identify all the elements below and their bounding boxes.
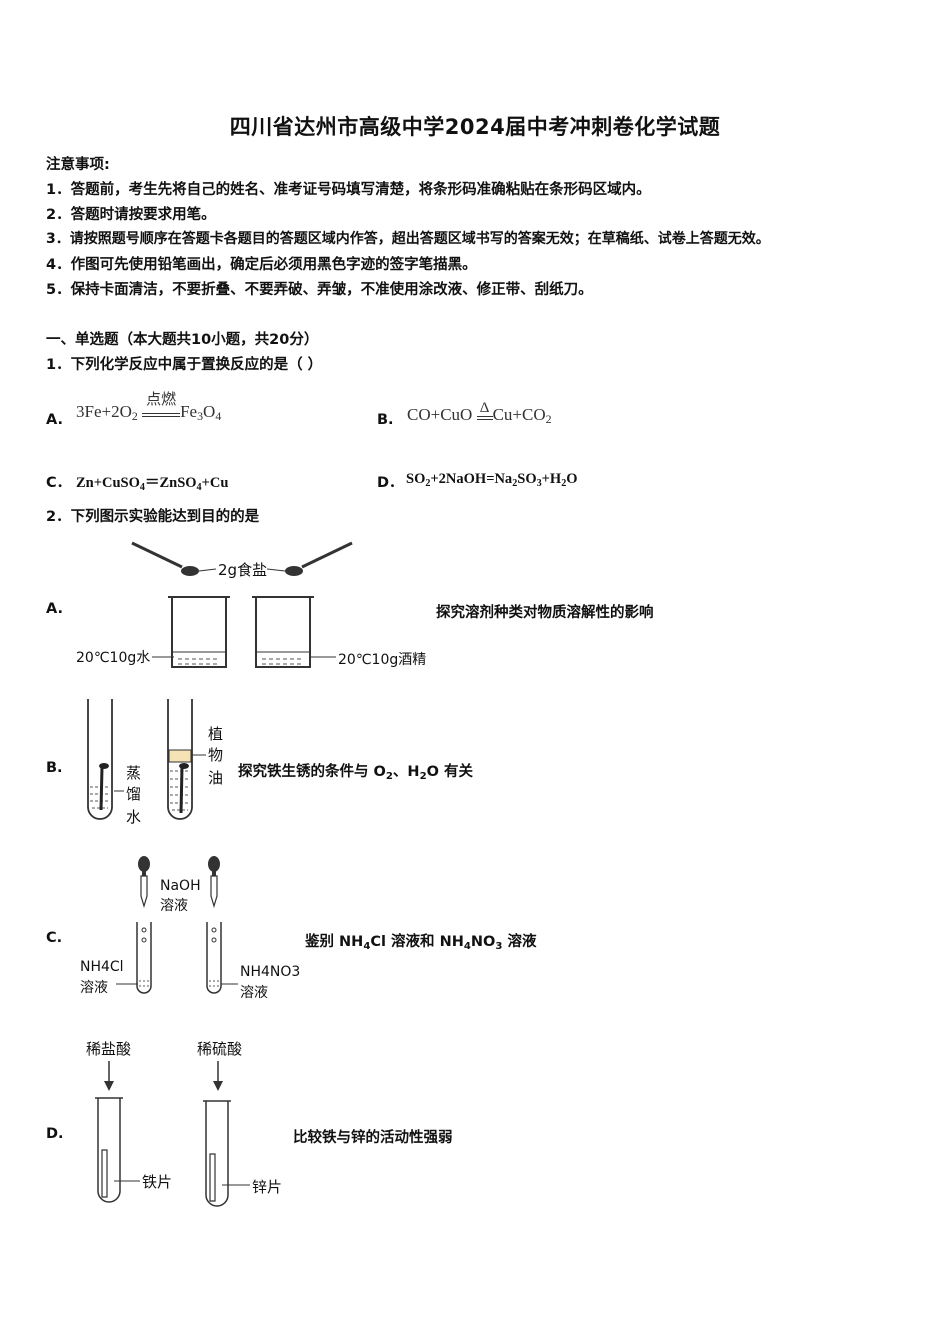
arrow-down-icon: [213, 1081, 223, 1091]
condition-heat: Δ: [479, 400, 490, 416]
iron-nail-1: [99, 766, 104, 811]
oil-layer: [168, 749, 192, 763]
question-2-stem: 2．下列图示实验能达到目的的是: [46, 509, 260, 525]
beaker-left: [168, 596, 230, 668]
svg-text:溶液: 溶液: [240, 985, 268, 1001]
q2-option-a-description: 探究溶剂种类对物质溶解性的影响: [436, 605, 654, 621]
notice-item-3: 3．请按照题号顺序在答题卡各题目的答题区域内作答，超出答题区域书写的答案无效；在…: [46, 231, 770, 247]
q2-option-c-description: 鉴别 NH4Cl 溶液和 NH4NO3 溶液: [305, 934, 537, 952]
svg-text:NH4NO3: NH4NO3: [240, 964, 300, 980]
q1-option-c-equation: Zn+CuSO4＝ZnSO4+Cu: [76, 475, 229, 493]
spoon-right-bowl: [285, 566, 303, 576]
notice-heading: 注意事项:: [46, 157, 110, 173]
spoon-left-handle: [131, 541, 183, 569]
svg-text:物: 物: [208, 746, 223, 764]
acid-left-label: 稀盐酸: [86, 1040, 131, 1058]
svg-text:溶液: 溶液: [160, 898, 188, 914]
spoon-left-bowl: [181, 566, 199, 576]
spoon-right-handle: [301, 541, 353, 569]
q2-option-c-label: C.: [46, 930, 63, 946]
q2-option-b-label: B.: [46, 760, 63, 776]
q2-option-b-description: 探究铁生锈的条件与 O2、H2O 有关: [238, 764, 473, 782]
svg-text:蒸: 蒸: [126, 764, 141, 782]
test-tube-water: [87, 699, 113, 820]
alcohol-label: 20℃10g酒精: [338, 652, 426, 668]
water-label: 20℃10g水: [76, 650, 150, 666]
dropper-right: [210, 875, 218, 909]
iron-label: 铁片: [142, 1173, 172, 1191]
svg-text:油: 油: [208, 769, 223, 787]
q2-option-d-label: D.: [46, 1126, 64, 1142]
q2-option-a-label: A.: [46, 601, 63, 617]
q1-option-a-label: A.: [46, 412, 63, 428]
q1-option-b-equation: CO+CuO Δ Cu+CO2: [407, 400, 552, 426]
page-title: 四川省达州市高级中学2024届中考冲刺卷化学试题: [229, 115, 721, 139]
arrow-down-icon: [104, 1081, 114, 1091]
beaker-right: [252, 596, 314, 668]
naoh-label: NaOH: [160, 878, 201, 894]
figure-rust-tubes: 蒸 馏 水 植 物 油: [87, 699, 223, 826]
section-heading: 一、单选题（本大题共10小题，共20分）: [46, 332, 319, 348]
iron-nail-2: [179, 766, 184, 814]
notice-item-4: 4．作图可先使用铅笔画出，确定后必须用黑色字迹的签字笔描黑。: [46, 257, 477, 273]
acid-right-label: 稀硫酸: [197, 1040, 242, 1058]
dropper-left: [140, 875, 148, 909]
dropper-right-bulb: [208, 856, 220, 872]
test-tube-zinc: [205, 1101, 229, 1207]
tube-nh4cl: [136, 922, 152, 994]
tube-nh4no3: [206, 922, 222, 994]
notice-item-5: 5．保持卡面清洁，不要折叠、不要弄破、弄皱，不准使用涂改液、修正带、刮纸刀。: [46, 282, 593, 298]
iron-strip: [101, 1149, 108, 1198]
question-1-stem: 1．下列化学反应中属于置换反应的是（ ）: [46, 357, 323, 373]
figure-naoh-tubes: NaOH 溶液 NH4Cl 溶液 NH4NO3 溶液: [80, 856, 300, 1001]
test-tube-oil: [167, 699, 193, 820]
test-tube-iron: [97, 1098, 121, 1203]
svg-text:NH4Cl: NH4Cl: [80, 959, 124, 975]
dropper-left-bulb: [138, 856, 150, 872]
q1-option-a-equation: 3Fe+2O2 点燃 Fe3O4: [76, 390, 222, 423]
notice-item-1: 1．答题前，考生先将自己的姓名、准考证号码填写清楚，将条形码准确粘贴在条形码区域…: [46, 182, 651, 198]
condition-ignite: 点燃: [146, 390, 177, 408]
svg-text:植: 植: [208, 725, 223, 743]
svg-text:水: 水: [126, 808, 141, 826]
zinc-label: 锌片: [252, 1178, 282, 1196]
figure-acid-metal-tubes: 稀盐酸 稀硫酸 铁片 锌片: [86, 1040, 282, 1207]
q1-option-c-label: C．: [46, 475, 72, 491]
figure-solvent-beakers: 2g食盐 20℃10g水 20℃10g酒精: [76, 541, 426, 668]
svg-text:馏: 馏: [126, 785, 141, 803]
salt-label: 2g食盐: [218, 561, 267, 579]
q1-option-d-label: D．: [377, 475, 404, 491]
q2-option-d-description: 比较铁与锌的活动性强弱: [293, 1130, 453, 1146]
zinc-strip: [209, 1153, 216, 1202]
notice-item-2: 2．答题时请按要求用笔。: [46, 207, 216, 223]
svg-text:溶液: 溶液: [80, 980, 108, 996]
q1-option-d-equation: SO2+2NaOH=Na2SO3+H2O: [406, 471, 578, 489]
q1-option-b-label: B.: [377, 412, 394, 428]
